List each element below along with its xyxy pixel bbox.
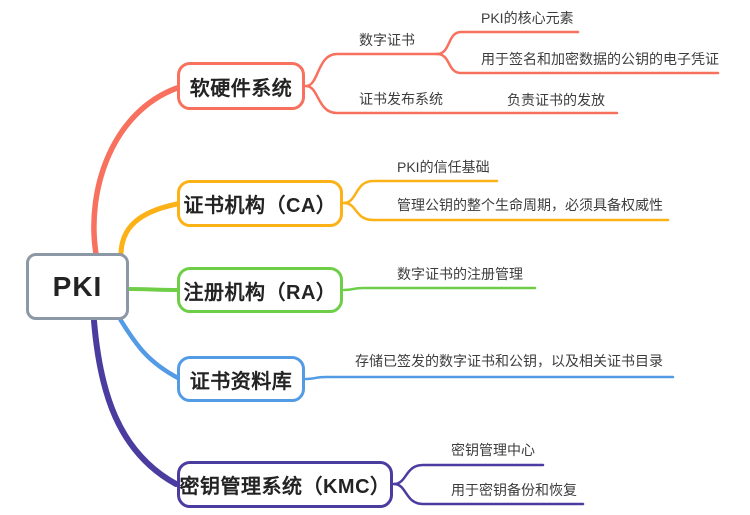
connector-cert-registration-mgmt [342,286,537,292]
topic-hw-sw-system[interactable]: 软硬件系统 [177,62,305,110]
topic-key-management-system[interactable]: 密钥管理系统（KMC） [177,461,393,508]
connector-manage-key-lifecycle [342,201,670,222]
leaf-manage-key-lifecycle[interactable]: 管理公钥的整个生命周期，必须具备权威性 [397,197,663,213]
connector-key-backup-recovery [392,482,585,506]
connector-cert-publishing-system [304,84,619,115]
leaf-pki-trust-basis[interactable]: PKI的信任基础 [397,159,490,175]
leaf-store-certs[interactable]: 存储已签发的数字证书和公钥，以及相关证书目录 [355,353,663,369]
leaf-cert-registration-mgmt[interactable]: 数字证书的注册管理 [397,266,523,282]
topic-registration-authority[interactable]: 注册机构（RA） [177,267,343,313]
leaf-digital-certificate[interactable]: 数字证书 [359,32,415,48]
topic-certificate-authority[interactable]: 证书机构（CA） [177,180,343,227]
leaf-e-credential[interactable]: 用于签名和加密数据的公钥的电子凭证 [481,51,719,67]
topic-certificate-repository[interactable]: 证书资料库 [177,356,305,402]
branch-line-certificate-authority [118,201,180,256]
connector-store-certs [304,375,675,381]
leaf-responsible-for-issuance[interactable]: 负责证书的发放 [507,92,605,108]
connector-digital-certificate [304,52,439,88]
root-node-pki[interactable]: PKI [26,253,129,320]
branch-line-certificate-repository [117,316,181,381]
leaf-key-backup-recovery[interactable]: 用于密钥备份和恢复 [451,482,577,498]
branch-line-registration-authority [128,287,180,292]
leaf-cert-publishing-system[interactable]: 证书发布系统 [359,91,443,107]
leaf-key-mgmt-center[interactable]: 密钥管理中心 [451,442,535,458]
connector-pki-core-element [435,30,580,56]
leaf-pki-core-element[interactable]: PKI的核心元素 [481,10,574,26]
branch-line-key-management-system [91,318,179,487]
connector-e-credential [435,52,720,75]
branch-line-hw-sw-system [91,85,180,257]
